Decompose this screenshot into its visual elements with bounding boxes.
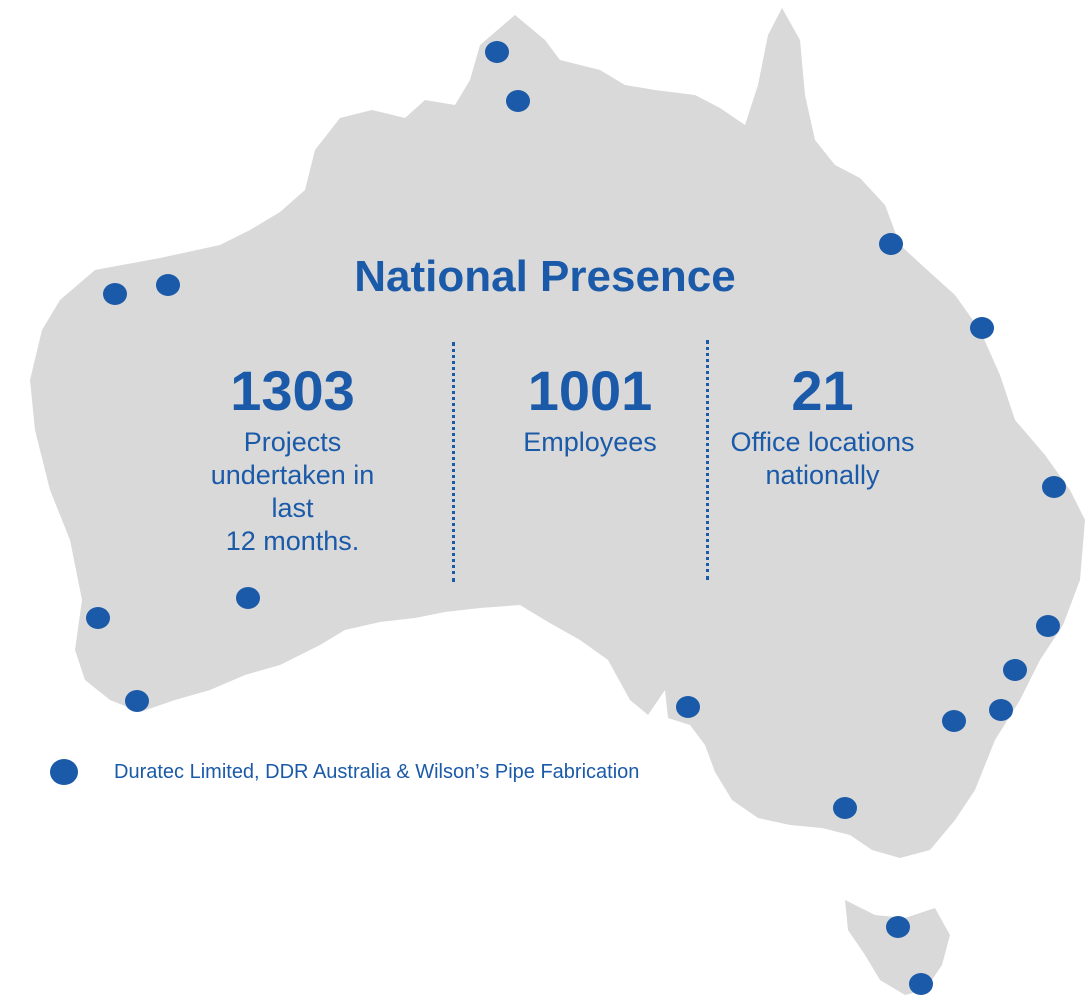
stat-employees-label: Employees bbox=[490, 426, 690, 459]
stat-projects: 1303 Projects undertaken in last 12 mont… bbox=[190, 360, 395, 558]
location-dot-icon bbox=[86, 607, 110, 629]
page-title: National Presence bbox=[354, 252, 736, 301]
location-dot-icon bbox=[50, 759, 78, 785]
tasmania-shape bbox=[845, 900, 950, 995]
location-dot-icon bbox=[909, 973, 933, 995]
location-dot-icon bbox=[506, 90, 530, 112]
stat-employees-label-line: Employees bbox=[523, 427, 657, 457]
stat-employees-value: 1001 bbox=[527, 359, 653, 422]
location-dot-icon bbox=[236, 587, 260, 609]
location-dot-icon bbox=[156, 274, 180, 296]
location-dot-icon bbox=[676, 696, 700, 718]
stat-divider bbox=[706, 340, 709, 580]
location-dot-icon bbox=[942, 710, 966, 732]
location-dot-icon bbox=[103, 283, 127, 305]
location-markers bbox=[86, 41, 1066, 995]
map-legend: Duratec Limited, DDR Australia & Wilson’… bbox=[50, 752, 639, 792]
stat-projects-label: Projects undertaken in last 12 months. bbox=[190, 426, 395, 558]
location-dot-icon bbox=[485, 41, 509, 63]
stat-projects-label-line: undertaken in last bbox=[210, 460, 375, 523]
stat-projects-label-line: Projects bbox=[243, 427, 342, 457]
stat-offices-label-line: Office locations bbox=[730, 427, 915, 457]
location-dot-icon bbox=[1042, 476, 1066, 498]
location-dot-icon bbox=[879, 233, 903, 255]
stat-projects-label-line: 12 months. bbox=[225, 526, 360, 556]
location-dot-icon bbox=[125, 690, 149, 712]
stat-offices-label-line: nationally bbox=[765, 460, 880, 490]
location-dot-icon bbox=[1003, 659, 1027, 681]
location-dot-icon bbox=[886, 916, 910, 938]
legend-label: Duratec Limited, DDR Australia & Wilson’… bbox=[114, 760, 640, 783]
stat-offices-label: Office locations nationally bbox=[715, 426, 930, 492]
stat-offices-value: 21 bbox=[791, 359, 854, 422]
location-dot-icon bbox=[989, 699, 1013, 721]
location-dot-icon bbox=[970, 317, 994, 339]
location-dot-icon bbox=[1036, 615, 1060, 637]
stat-employees: 1001 Employees bbox=[490, 360, 690, 459]
stat-projects-value: 1303 bbox=[230, 359, 355, 422]
location-dot-icon bbox=[833, 797, 857, 819]
stat-divider bbox=[452, 342, 455, 582]
mainland-australia-shape bbox=[30, 8, 1085, 858]
stat-offices: 21 Office locations nationally bbox=[715, 360, 930, 492]
